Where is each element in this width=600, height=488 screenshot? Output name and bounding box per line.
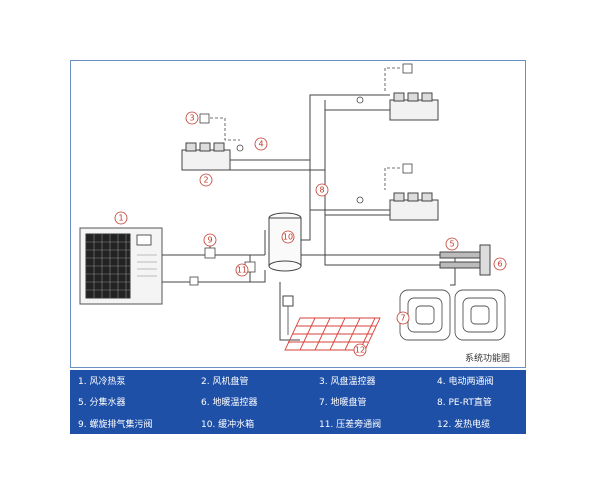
callout-4: 4 [258,140,263,149]
fan-coil-thermostats [199,63,413,174]
callout-9: 9 [207,236,212,245]
legend-item: 6. 地暖温控器 [201,398,258,409]
diagram-caption: 系统功能图 [465,354,511,364]
callout-5: 5 [449,240,454,249]
water-manifold [439,244,491,276]
fan-coil-unit-mid-right [389,192,439,221]
callout-6: 6 [497,260,502,269]
legend-item: 1. 风冷热泵 [78,377,126,388]
legend-item: 4. 电动两通阀 [437,377,494,388]
fan-coil-unit-left [181,142,231,171]
heating-cable-thermostat [282,295,294,335]
callout-labels: 1 2 3 4 5 6 7 8 9 10 11 12 [118,114,502,355]
legend-table: 1. 风冷热泵 2. 风机盘管 3. 风盘温控器 4. 电动两通阀 5. 分集水… [70,370,526,434]
control-wires [195,67,400,190]
legend-item: 11. 压差旁通阀 [319,419,382,430]
callout-10: 10 [283,233,293,242]
legend-item: 8. PE-RT直管 [437,398,492,409]
callout-11: 11 [237,266,247,275]
legend-row: 5. 分集水器 6. 地暖温控器 7. 地暖盘管 8. PE-RT直管 [70,391,526,412]
floor-heating-coils [399,289,506,341]
legend-item: 12. 发热电缆 [437,419,491,430]
legend-item: 10. 缓冲水箱 [201,419,255,430]
legend-item: 3. 风盘温控器 [319,377,376,388]
legend-row: 1. 风冷热泵 2. 风机盘管 3. 风盘温控器 4. 电动两通阀 [70,370,526,391]
callout-2: 2 [203,176,208,185]
callout-markers [114,111,507,357]
valves [189,96,364,286]
callout-3: 3 [189,114,194,123]
legend-row: 9. 螺旋排气集污阀 10. 缓冲水箱 11. 压差旁通阀 12. 发热电缆 [70,413,526,434]
legend-item: 2. 风机盘管 [201,377,249,388]
legend-item: 7. 地暖盘管 [319,398,367,409]
legend-item: 5. 分集水器 [78,398,126,409]
callout-7: 7 [400,314,405,323]
callout-12: 12 [355,346,365,355]
legend-item: 9. 螺旋排气集污阀 [78,419,153,430]
callout-1: 1 [118,214,123,223]
air-cooled-heat-pump [79,227,163,305]
fan-coil-unit-top-right [389,92,439,121]
supply-return-pipes [162,94,456,341]
heating-cable-grid [284,317,381,351]
callout-8: 8 [319,186,324,195]
